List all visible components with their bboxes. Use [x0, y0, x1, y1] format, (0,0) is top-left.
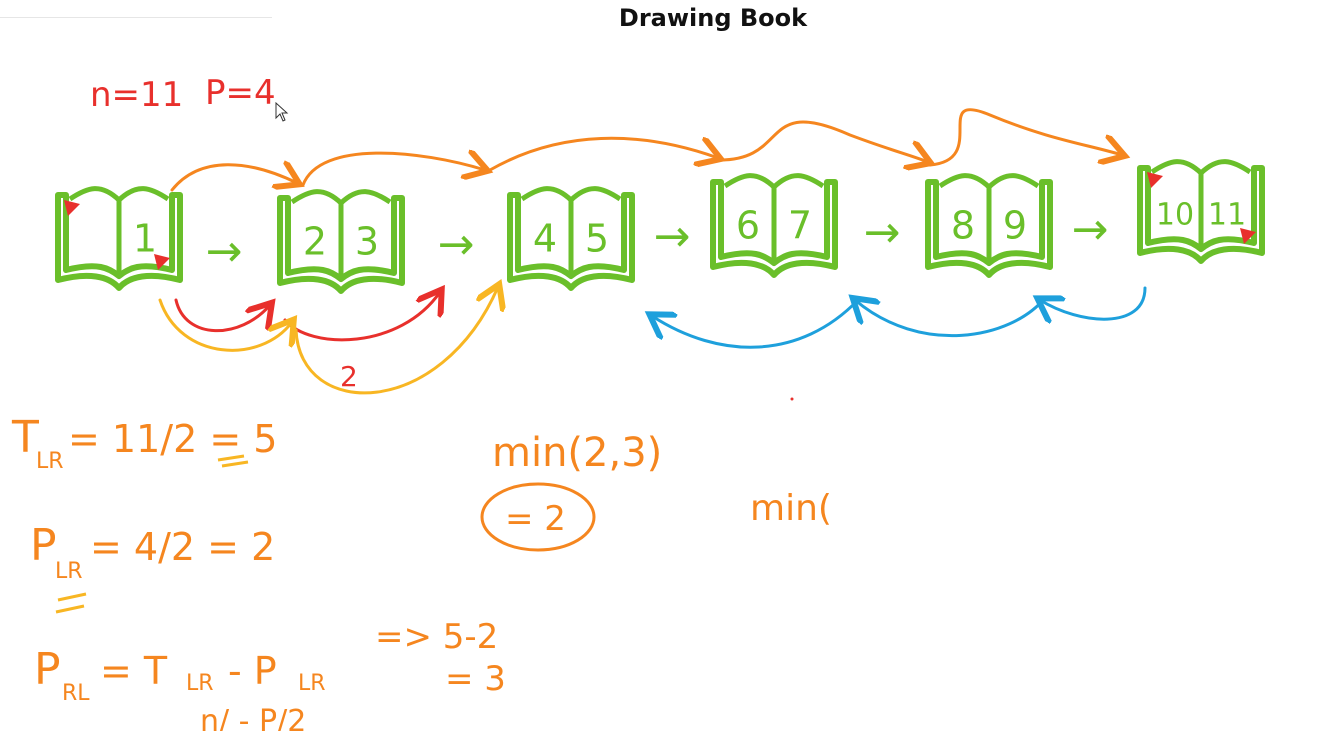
bookmark-end: [1240, 228, 1256, 244]
formula-p-rl: P RL = T LR - P LR => 5-2 = 3 n/ - P/2: [34, 617, 506, 731]
page-turn-arrows: → → → → →: [206, 204, 1109, 277]
book-5-page-left: 8: [951, 204, 975, 248]
svg-text:T: T: [11, 412, 39, 463]
red-forward-arrows: [174, 292, 440, 342]
book-1: 1: [55, 186, 183, 291]
svg-text:n/ - P/2: n/ - P/2: [200, 704, 306, 731]
svg-text:RL: RL: [62, 681, 90, 706]
bookmark-page-10: [1147, 172, 1163, 188]
book-3-page-right: 5: [585, 217, 609, 261]
blue-backward-arrows: [652, 286, 1147, 349]
svg-text:= 11/2 = 5: = 11/2 = 5: [68, 417, 277, 461]
orange-arrow-1: [170, 165, 297, 192]
green-arrow-3: →: [654, 211, 691, 262]
book-6: 10 11: [1137, 159, 1265, 264]
book-5-page-right: 9: [1003, 204, 1027, 248]
svg-text:LR: LR: [36, 449, 64, 474]
book-2-page-right: 3: [355, 220, 379, 264]
yellow-arrow-2: [294, 287, 498, 395]
min-expression: min(2,3) = 2 min(: [480, 430, 832, 552]
formula-t-lr: T LR = 11/2 = 5: [11, 412, 277, 474]
yellow-forward-arrows: [158, 287, 498, 395]
blue-arrow-2: [855, 298, 1047, 338]
stray-dot: [790, 397, 794, 401]
svg-text:= T: = T: [100, 649, 168, 693]
bookmark-page-1: [154, 254, 170, 270]
svg-text:min(: min(: [750, 488, 832, 529]
svg-text:LR: LR: [186, 671, 214, 696]
svg-text:P: P: [34, 644, 61, 695]
book-3-page-left: 4: [533, 217, 557, 261]
orange-arrow-4: [718, 120, 928, 162]
yellow-arrow-1: [158, 298, 292, 352]
green-arrow-2: →: [438, 219, 475, 270]
svg-text:= 2: = 2: [505, 499, 566, 539]
book-4-page-right: 7: [788, 204, 812, 248]
green-arrow-1: →: [206, 226, 243, 277]
underline-5: [217, 454, 249, 468]
orange-arrow-5: [928, 108, 1122, 167]
svg-text:LR: LR: [55, 559, 83, 584]
page-title: Drawing Book: [618, 4, 808, 32]
formula-p-lr: P LR = 4/2 = 2: [30, 520, 275, 584]
green-arrow-5: →: [1072, 204, 1109, 255]
book-1-page-right: 1: [133, 217, 157, 261]
svg-text:min(2,3): min(2,3): [492, 430, 662, 476]
red-arrow-label: 2: [340, 360, 358, 393]
svg-text:= 3: = 3: [445, 659, 506, 699]
orange-arrow-3: [488, 138, 718, 172]
bookmark-start: [64, 200, 80, 216]
given-p: P=4: [205, 73, 276, 113]
blue-arrow-3: [652, 298, 860, 349]
book-2-page-left: 2: [303, 220, 327, 264]
svg-text:=> 5-2: => 5-2: [375, 617, 498, 657]
svg-text:LR: LR: [298, 671, 326, 696]
svg-text:P: P: [30, 520, 57, 571]
mouse-pointer-icon: [275, 102, 289, 122]
red-arrow-2: [283, 292, 440, 342]
book-6-page-right: 11: [1208, 198, 1246, 233]
underline-plr: [55, 592, 87, 614]
red-arrow-1: [174, 300, 270, 333]
book-6-page-left: 10: [1156, 198, 1194, 233]
top-rule: [0, 17, 272, 18]
green-arrow-4: →: [864, 207, 901, 258]
orange-forward-arrows: [170, 108, 1122, 192]
svg-text:= 4/2 = 2: = 4/2 = 2: [90, 525, 275, 569]
blue-arrow-1: [1040, 286, 1147, 319]
book-4-page-left: 6: [736, 204, 760, 248]
given-n: n=11: [90, 75, 183, 115]
orange-arrow-2: [301, 153, 485, 187]
svg-text:- P: - P: [228, 649, 277, 693]
